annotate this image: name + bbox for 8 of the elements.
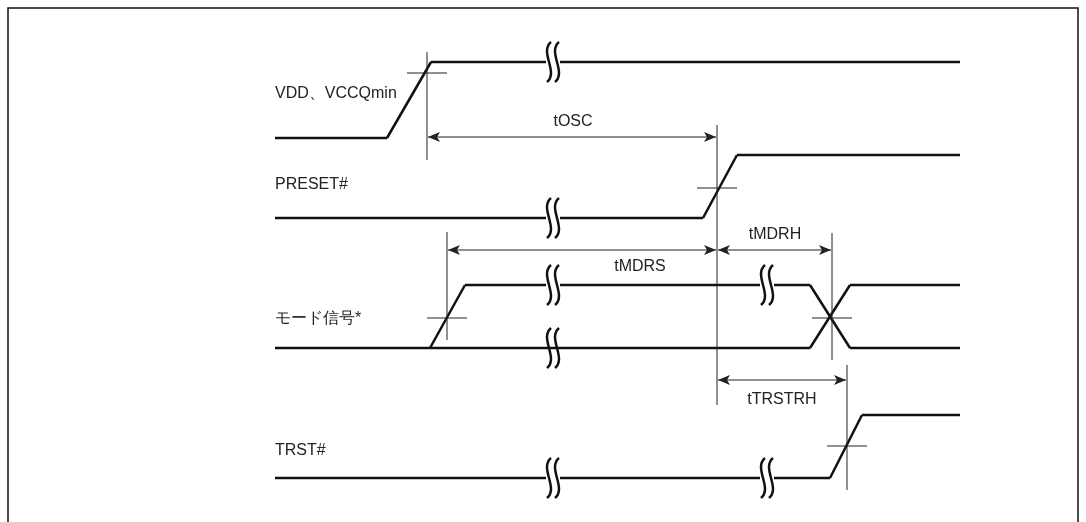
timing-label: tOSC	[553, 111, 593, 131]
signal-name: PRESET#	[275, 174, 348, 194]
timing-label: tMDRS	[614, 256, 666, 276]
signal-name: モード信号*	[275, 308, 362, 328]
signal-name: VDD、VCCQmin	[275, 83, 397, 103]
signal-name: TRST#	[275, 440, 326, 460]
timing-label: tTRSTRH	[747, 389, 817, 409]
timing-label: tMDRH	[748, 224, 802, 244]
